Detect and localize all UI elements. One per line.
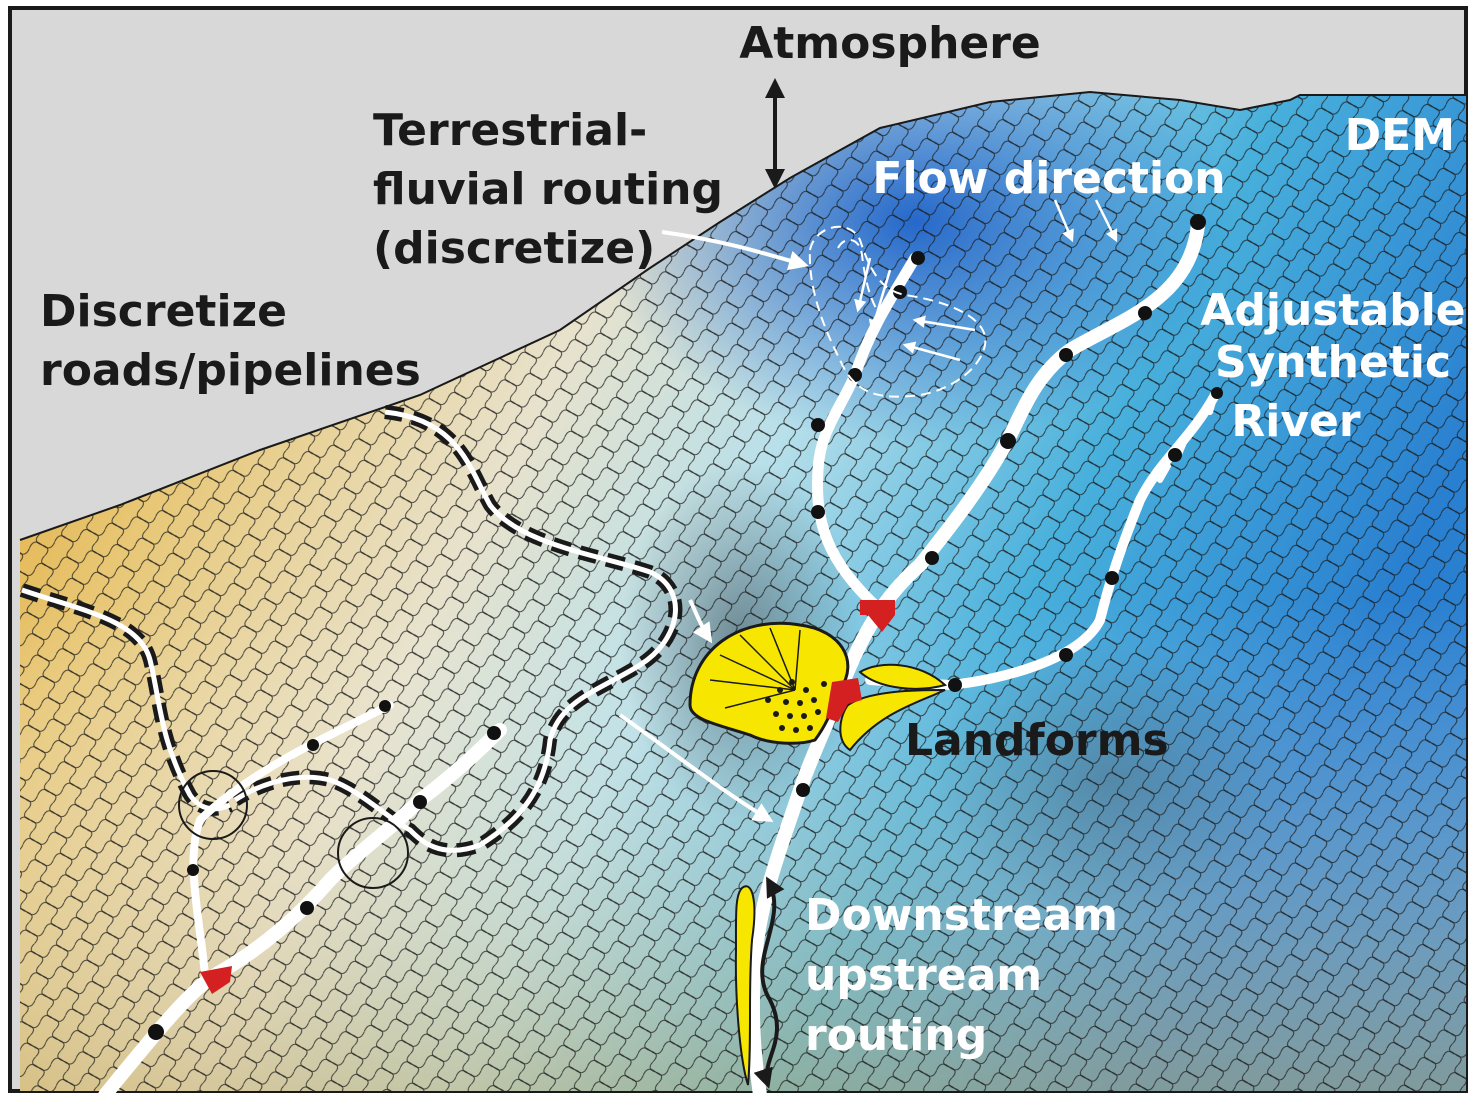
river-node	[1190, 214, 1206, 230]
river-node	[1059, 648, 1073, 662]
river-node	[811, 418, 825, 432]
crossing-circle	[337, 817, 409, 889]
flow-arrow	[912, 315, 976, 332]
river-node	[307, 739, 319, 751]
junction-marker	[200, 966, 232, 994]
flow-arrow	[1053, 199, 1074, 243]
flow-arrow	[868, 269, 892, 333]
river-nodes	[148, 214, 1223, 1040]
floodplain-lower	[839, 689, 946, 752]
discretize-label-line1: Discretize	[40, 286, 287, 337]
river-node	[487, 726, 501, 740]
drainage-cell-outline	[808, 225, 987, 398]
terrestrial-pointer-arrow	[661, 230, 809, 271]
flow-direction-arrows	[854, 199, 1118, 362]
left-tributary	[812, 252, 921, 616]
crossing-circle	[178, 770, 248, 840]
river-node	[893, 285, 907, 299]
junction-marker	[860, 600, 895, 632]
synthetic-river-label-line2: Synthetic	[1215, 337, 1451, 388]
flow-arrow	[1094, 199, 1118, 243]
downstream-upstream-arrow	[753, 876, 785, 1089]
river-node	[1138, 306, 1152, 320]
fan-deposit-dots	[765, 679, 827, 733]
flow-arrow	[854, 257, 872, 313]
river-node	[1000, 433, 1016, 449]
terrain-skyline	[19, 90, 1466, 541]
downstream-label-line1: Downstream	[805, 890, 1118, 941]
landform-pointer-arrow	[688, 599, 713, 644]
river-node	[379, 700, 391, 712]
upper-road-stream	[189, 701, 394, 979]
river-node	[187, 864, 199, 876]
river-node	[1105, 571, 1119, 585]
floodplain-upper	[858, 663, 948, 690]
atmosphere-label: Atmosphere	[739, 18, 1041, 69]
river-node	[300, 901, 314, 915]
downstream-label-line2: upstream	[805, 950, 1042, 1001]
river-node	[796, 783, 810, 797]
river-node	[148, 1024, 164, 1040]
road-crossings	[178, 770, 409, 889]
synthetic-river-label-line1: Adjustable	[1200, 285, 1465, 336]
river-node	[925, 551, 939, 565]
discretize-label-line2: roads/pipelines	[40, 345, 421, 396]
flow-arrow	[902, 341, 961, 362]
river-node	[1059, 348, 1073, 362]
river-node	[811, 505, 825, 519]
roads-pipelines	[19, 405, 683, 858]
downstream-label-line3: routing	[805, 1010, 987, 1061]
river-node	[911, 251, 925, 265]
pointer-arrows	[618, 78, 809, 1089]
river-node	[413, 795, 427, 809]
terrestrial-label-line3: (discretize)	[373, 223, 655, 274]
flow-direction-label: Flow direction	[872, 153, 1225, 204]
routing-pointer-arrow	[618, 713, 774, 823]
junction-marker	[826, 678, 862, 722]
river-node	[1211, 387, 1223, 399]
river-node	[848, 368, 862, 382]
landforms-label: Landforms	[905, 715, 1169, 766]
road-stream	[98, 723, 507, 1099]
landforms	[688, 621, 948, 1086]
synthetic-river-label-line3: River	[1231, 396, 1360, 447]
junction-markers	[200, 600, 895, 994]
river-node	[1168, 448, 1182, 462]
terrestrial-label-line2: fluvial routing	[373, 164, 723, 215]
river-node	[948, 678, 962, 692]
terrestrial-label-line1: Terrestrial-	[373, 105, 647, 156]
dem-label: DEM	[1345, 110, 1455, 161]
